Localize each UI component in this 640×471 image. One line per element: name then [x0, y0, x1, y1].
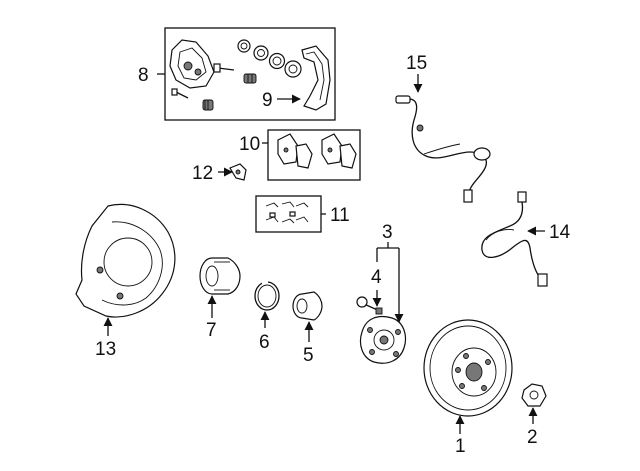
snap-ring-icon	[254, 280, 280, 311]
callout-13: 13	[95, 339, 116, 360]
caliper-body-icon	[169, 39, 215, 89]
callout-11: 11	[330, 205, 350, 226]
callout-4: 4	[371, 267, 382, 288]
abs-sensor-front-icon	[395, 95, 491, 203]
caliper-bracket-icon	[301, 45, 331, 111]
wheel-hub-icon	[359, 315, 407, 364]
brake-rotor-icon	[423, 319, 513, 417]
callout-2: 2	[527, 427, 538, 448]
callout-7: 7	[206, 320, 217, 341]
callout-12: 12	[192, 163, 213, 184]
brake-pads-group	[267, 129, 361, 181]
anti-rattle-clip-icon	[265, 201, 309, 224]
callout-8: 8	[138, 65, 149, 86]
caliper-assembly-group	[164, 27, 336, 121]
guide-bolt-icon	[213, 63, 235, 73]
piston-seal-icon	[237, 39, 251, 53]
seal-icon	[292, 291, 323, 321]
bleeder-screw-icon	[171, 88, 189, 99]
callout-3: 3	[382, 222, 393, 243]
wear-indicator-icon	[229, 163, 247, 181]
callout-15: 15	[406, 53, 427, 74]
callout-5: 5	[303, 345, 314, 366]
callout-9: 9	[262, 90, 273, 111]
dust-shield-icon	[75, 203, 176, 318]
leader-lines	[103, 73, 545, 434]
abs-sensor-harness-icon	[481, 191, 548, 287]
clips-kit-box	[255, 195, 322, 233]
callout-10: 10	[239, 134, 260, 155]
callout-1: 1	[455, 436, 466, 457]
guide-pin-icon	[243, 73, 257, 84]
hub-bolt-icon	[356, 296, 383, 315]
piston-icon	[253, 45, 302, 78]
hub-nut-icon	[521, 383, 547, 407]
callout-labels: 8 9 10 12 11 15 14 3 4 13 7 6 5 1 2	[95, 53, 571, 457]
callout-6: 6	[259, 332, 270, 353]
brake-pad-icon	[277, 133, 357, 169]
pads-kit-box	[267, 129, 361, 181]
guide-pin-boot-icon	[202, 99, 214, 111]
wheel-bearing-icon	[199, 257, 241, 295]
callout-14: 14	[549, 222, 571, 243]
pad-clips-group	[255, 195, 322, 233]
